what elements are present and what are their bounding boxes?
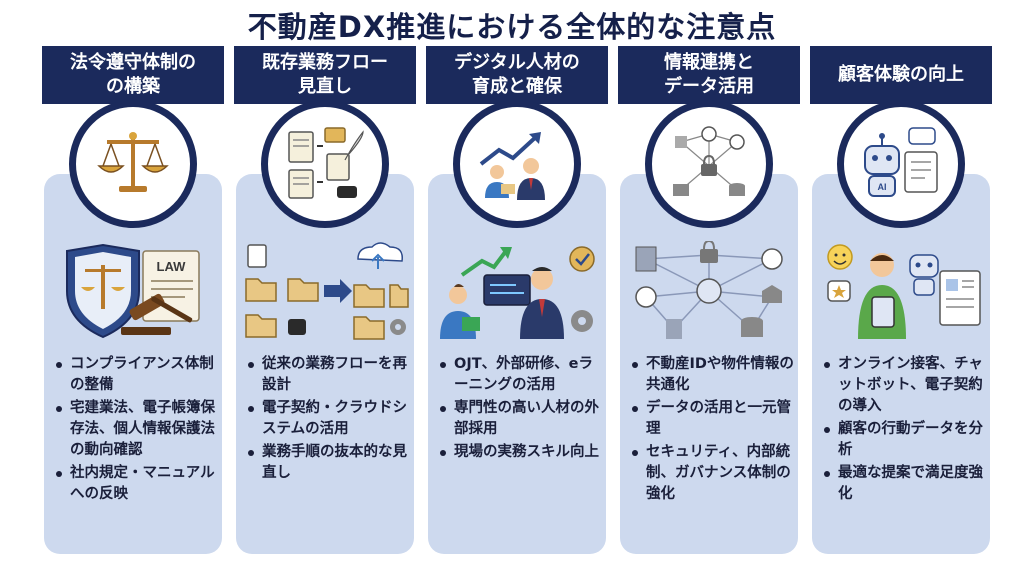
customer-tablet-icon bbox=[814, 236, 988, 346]
panel bbox=[812, 174, 990, 554]
list-item: セキュリティ、内部統制、ガバナンス体制の強化 bbox=[630, 442, 794, 505]
list-item: OJT、外部研修、eラーニングの活用 bbox=[438, 354, 602, 396]
column-data: 情報連携と データ活用 bbox=[618, 46, 800, 556]
list-item: データの活用と一元管理 bbox=[630, 398, 794, 440]
list-item: 従来の業務フローを再設計 bbox=[246, 354, 410, 396]
column-compliance: 法令遵守体制の の構築 LAW bbox=[42, 46, 224, 556]
list-item: 最適な提案で満足度強化 bbox=[822, 463, 986, 505]
list-item: 社内規定・マニュアルへの反映 bbox=[54, 463, 218, 505]
page-title: 不動産DX推進における全体的な注意点 bbox=[247, 10, 777, 44]
workflow-flow-icon bbox=[238, 236, 412, 346]
list-item: 電子契約・クラウドシステムの活用 bbox=[246, 398, 410, 440]
column-workflow: 既存業務フロー 見直し bbox=[234, 46, 416, 556]
ai-label: AI bbox=[878, 182, 887, 192]
bullet-list: 不動産IDや物件情報の共通化 データの活用と一元管理 セキュリティ、内部統制、ガ… bbox=[630, 354, 794, 507]
list-item: 宅建業法、電子帳簿保存法、個人情報保護法の動向確認 bbox=[54, 398, 218, 461]
column-customer-experience: 顧客体験の向上 AI bbox=[810, 46, 992, 556]
mentor-growth-icon bbox=[453, 100, 581, 228]
data-network-icon bbox=[622, 236, 796, 346]
bullet-list: 従来の業務フローを再設計 電子契約・クラウドシステムの活用 業務手順の抜本的な見… bbox=[246, 354, 410, 486]
column-header: 法令遵守体制の の構築 bbox=[42, 46, 224, 104]
list-item: 現場の実務スキル向上 bbox=[438, 442, 602, 463]
training-people-icon bbox=[430, 236, 604, 346]
scales-icon bbox=[69, 100, 197, 228]
column-header: デジタル人材の 育成と確保 bbox=[426, 46, 608, 104]
list-item: 専門性の高い人材の外部採用 bbox=[438, 398, 602, 440]
column-header: 情報連携と データ活用 bbox=[618, 46, 800, 104]
column-digital-talent: デジタル人材の 育成と確保 bbox=[426, 46, 608, 556]
panel bbox=[620, 174, 798, 554]
panel bbox=[428, 174, 606, 554]
ai-robot-chat-icon: AI bbox=[837, 100, 965, 228]
column-header: 顧客体験の向上 bbox=[810, 46, 992, 104]
list-item: 顧客の行動データを分析 bbox=[822, 419, 986, 461]
panel bbox=[44, 174, 222, 554]
bullet-list: OJT、外部研修、eラーニングの活用 専門性の高い人材の外部採用 現場の実務スキ… bbox=[438, 354, 602, 465]
column-header: 既存業務フロー 見直し bbox=[234, 46, 416, 104]
list-item: 業務手順の抜本的な見直し bbox=[246, 442, 410, 484]
law-shield-gavel-icon: LAW bbox=[46, 236, 220, 346]
bullet-list: コンプライアンス体制の整備 宅建業法、電子帳簿保存法、個人情報保護法の動向確認 … bbox=[54, 354, 218, 507]
list-item: 不動産IDや物件情報の共通化 bbox=[630, 354, 794, 396]
list-item: オンライン接客、チャットボット、電子契約の導入 bbox=[822, 354, 986, 417]
documents-quill-icon bbox=[261, 100, 389, 228]
network-lock-icon bbox=[645, 100, 773, 228]
bullet-list: オンライン接客、チャットボット、電子契約の導入 顧客の行動データを分析 最適な提… bbox=[822, 354, 986, 507]
panel bbox=[236, 174, 414, 554]
law-label: LAW bbox=[157, 259, 187, 274]
list-item: コンプライアンス体制の整備 bbox=[54, 354, 218, 396]
